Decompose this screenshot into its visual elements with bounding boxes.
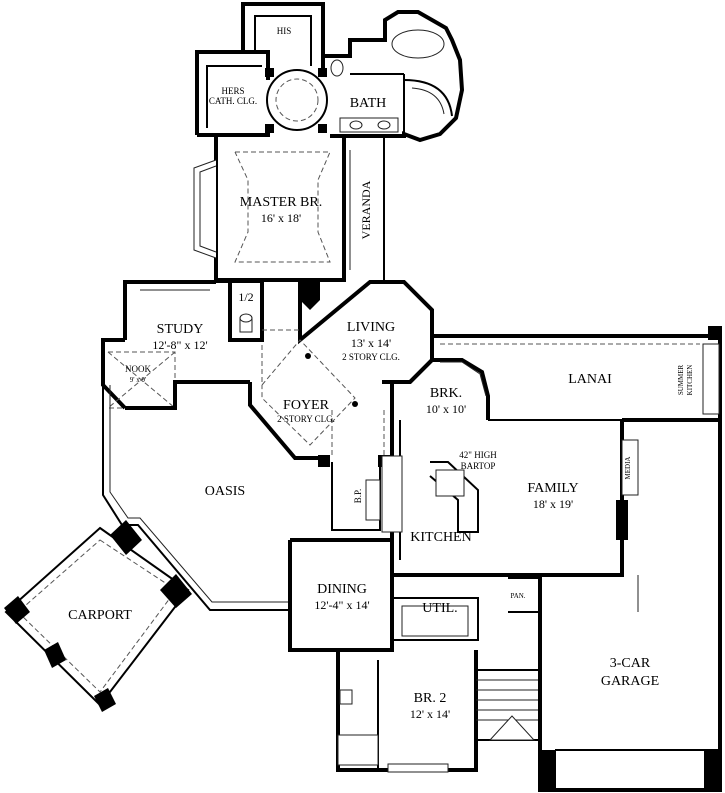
room-label-master: MASTER BR.	[240, 195, 322, 210]
room-size-family: 18' x 19'	[533, 497, 573, 511]
room-label-study: STUDY	[157, 322, 204, 337]
master-bedroom-walls	[193, 134, 385, 282]
room-size-brk: 10' x 10'	[426, 402, 466, 416]
room-size-master: 16' x 18'	[261, 211, 301, 225]
study-walls	[101, 280, 264, 410]
room-label-pan: PAN.	[510, 592, 525, 600]
room-label-br2: BR. 2	[414, 691, 447, 706]
room-label-veranda: VERANDA	[359, 180, 373, 239]
room-label-half-bath: 1/2	[238, 290, 253, 304]
room-size-dining: 12'-4" x 14'	[314, 598, 369, 612]
room-label-carport: CARPORT	[68, 608, 132, 623]
room-size-nook: 9' x 9'	[130, 376, 147, 384]
living-foyer-walls	[248, 280, 434, 467]
room-label-dining: DINING	[317, 582, 367, 597]
room-label-summer-kitchen-1: SUMMER	[677, 364, 685, 395]
room-label-living: LIVING	[347, 320, 395, 335]
room-label-nook: NOOK	[125, 364, 151, 374]
bartop-label-2: BARTOP	[461, 461, 496, 471]
room-label-summer-kitchen-2: KITCHEN	[686, 365, 694, 396]
room-label-foyer: FOYER	[283, 398, 330, 413]
room-label-garage-2: GARAGE	[601, 674, 659, 689]
br2-walls	[336, 650, 478, 773]
room-label-his: HIS	[277, 26, 292, 36]
dining-walls	[288, 538, 541, 652]
room-label-bp: B.P.	[353, 489, 363, 504]
room-label-lanai: LANAI	[568, 372, 612, 387]
room-size-study: 12'-8" x 12'	[152, 338, 207, 352]
room-label-kitchen: KITCHEN	[410, 530, 471, 545]
stairs-walls	[476, 669, 541, 741]
room-label-util: UTIL.	[422, 601, 457, 616]
room-label-family: FAMILY	[527, 481, 578, 496]
room-label-bath: BATH	[350, 96, 387, 111]
room-note-living: 2 STORY CLG.	[342, 352, 400, 362]
family-kitchen-walls	[331, 410, 720, 577]
room-note-hers: CATH. CLG.	[209, 96, 257, 106]
master-suite-walls	[195, 2, 465, 143]
room-label-media: MEDIA	[624, 457, 632, 480]
bartop-label-1: 42" HIGH	[459, 450, 497, 460]
room-label-brk: BRK.	[430, 386, 462, 401]
room-size-br2: 12' x 14'	[410, 707, 450, 721]
garage-walls	[538, 420, 722, 792]
room-label-garage-1: 3-CAR	[610, 656, 651, 671]
room-size-living: 13' x 14'	[351, 336, 391, 350]
carport-walls	[4, 520, 192, 712]
room-label-oasis: OASIS	[205, 484, 245, 499]
room-label-hers: HERS	[221, 86, 244, 96]
room-note-foyer: 2 STORY CLG.	[277, 414, 335, 424]
